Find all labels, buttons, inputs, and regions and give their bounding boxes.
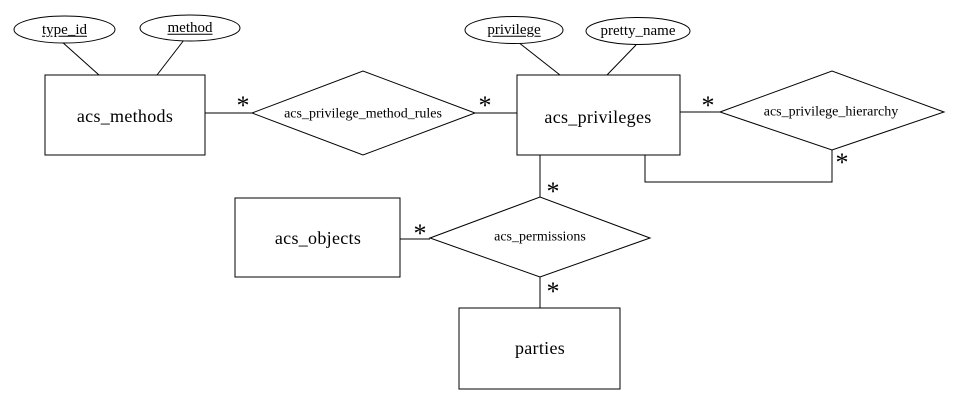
entity-label-acs-objects: acs_objects: [274, 228, 362, 249]
cardinality-asterisk-permissions-top: *: [546, 176, 560, 206]
connector-pretty-name-to-acs-privileges: [606, 44, 637, 76]
relationship-diamond-acs-privilege-hierarchy: [718, 70, 946, 151]
entity-box-acs-objects: [234, 197, 401, 278]
connector-privilege-to-acs-privileges: [517, 41, 561, 76]
attribute-label-type-id: type_id: [42, 21, 87, 38]
attribute-label-method: method: [167, 19, 213, 36]
entity-label-acs-methods: acs_methods: [76, 106, 174, 127]
relationship-label-acs-privilege-method-rules: acs_privilege_method_rules: [284, 106, 442, 122]
cardinality-asterisk-hierarchy-left: *: [701, 90, 715, 120]
entity-box-acs-methods: [44, 74, 206, 156]
cardinality-asterisk-hierarchy-bottom: *: [835, 147, 849, 177]
cardinality-asterisk-permissions-bottom: *: [546, 276, 560, 306]
entity-box-parties: [458, 307, 621, 390]
relationship-label-acs-privilege-hierarchy: acs_privilege_hierarchy: [763, 104, 899, 120]
relationship-label-acs-permissions: acs_permissions: [494, 229, 586, 245]
entity-box-acs-privileges: [516, 74, 681, 156]
entity-label-acs-privileges: acs_privileges: [544, 107, 652, 128]
cardinality-asterisk-method-rules-right: *: [478, 90, 492, 120]
cardinality-asterisk-method-rules-left: *: [236, 90, 250, 120]
relationship-diamond-acs-privilege-method-rules: [250, 70, 477, 156]
attribute-ellipse-method: [139, 14, 241, 42]
attribute-ellipse-type-id: [13, 15, 116, 44]
attribute-label-privilege: privilege: [487, 21, 541, 38]
entity-label-parties: parties: [514, 338, 566, 359]
attribute-label-pretty-name: pretty_name: [600, 22, 676, 39]
connector-acs-privileges-to-hierarchy-recursive: [644, 150, 833, 183]
connector-method-to-acs-methods: [156, 39, 185, 76]
attribute-ellipse-pretty-name: [585, 17, 691, 45]
cardinality-asterisk-permissions-left: *: [413, 218, 427, 248]
connector-type-id-to-acs-methods: [60, 40, 100, 76]
relationship-diamond-acs-permissions: [428, 196, 652, 278]
attribute-ellipse-privilege: [464, 16, 564, 44]
